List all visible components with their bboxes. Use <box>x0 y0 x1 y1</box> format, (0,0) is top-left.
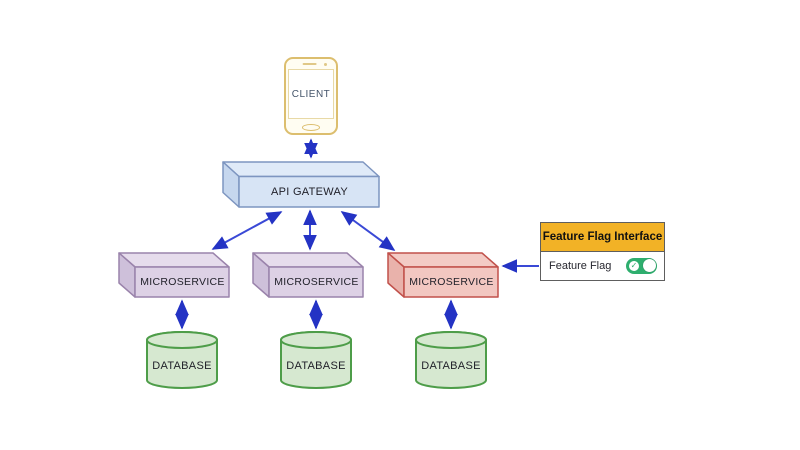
microservice-3-node: MICROSERVICE <box>387 252 499 298</box>
feature-flag-toggle[interactable]: ✓ <box>626 257 657 274</box>
cube-front-face <box>238 175 380 208</box>
cube-front-face <box>268 266 364 298</box>
cube-top-face <box>118 252 230 268</box>
phone-speaker-icon <box>302 63 317 65</box>
cylinder-top <box>146 331 218 349</box>
phone-home-button-icon <box>302 124 320 131</box>
cube-front-face <box>403 266 499 298</box>
database-1-label: DATABASE <box>152 360 212 372</box>
cylinder-top <box>415 331 487 349</box>
feature-flag-panel: Feature Flag Interface Feature Flag ✓ <box>540 222 665 281</box>
client-node: CLIENT <box>284 57 338 135</box>
client-label: CLIENT <box>291 88 331 100</box>
cube-front-face <box>134 266 230 298</box>
phone-screen: CLIENT <box>288 69 334 119</box>
api-gateway-node: API GATEWAY <box>222 161 380 208</box>
microservice-1-label: MICROSERVICE <box>140 276 225 288</box>
database-2-label: DATABASE <box>286 360 346 372</box>
cube-top-face <box>222 161 380 178</box>
phone-camera-icon <box>324 62 327 66</box>
database-2-node: DATABASE <box>280 331 352 389</box>
microservice-2-node: MICROSERVICE <box>252 252 364 298</box>
feature-flag-row-label: Feature Flag <box>549 259 612 272</box>
feature-flag-panel-header: Feature Flag Interface <box>541 223 664 252</box>
feature-flag-row: Feature Flag ✓ <box>541 252 664 279</box>
arrow-gateway-ms1 <box>211 211 283 250</box>
microservice-3-label: MICROSERVICE <box>409 276 494 288</box>
database-3-label: DATABASE <box>421 360 481 372</box>
arrow-gateway-ms3 <box>340 211 396 251</box>
feature-flag-panel-title: Feature Flag Interface <box>542 231 663 243</box>
cube-top-face <box>252 252 364 268</box>
check-icon: ✓ <box>629 260 639 271</box>
cube-top-face <box>387 252 499 268</box>
database-1-node: DATABASE <box>146 331 218 389</box>
toggle-knob <box>642 259 656 272</box>
microservice-2-label: MICROSERVICE <box>274 276 359 288</box>
cylinder-top <box>280 331 352 349</box>
api-gateway-label: API GATEWAY <box>270 186 349 198</box>
database-3-node: DATABASE <box>415 331 487 389</box>
microservice-1-node: MICROSERVICE <box>118 252 230 298</box>
